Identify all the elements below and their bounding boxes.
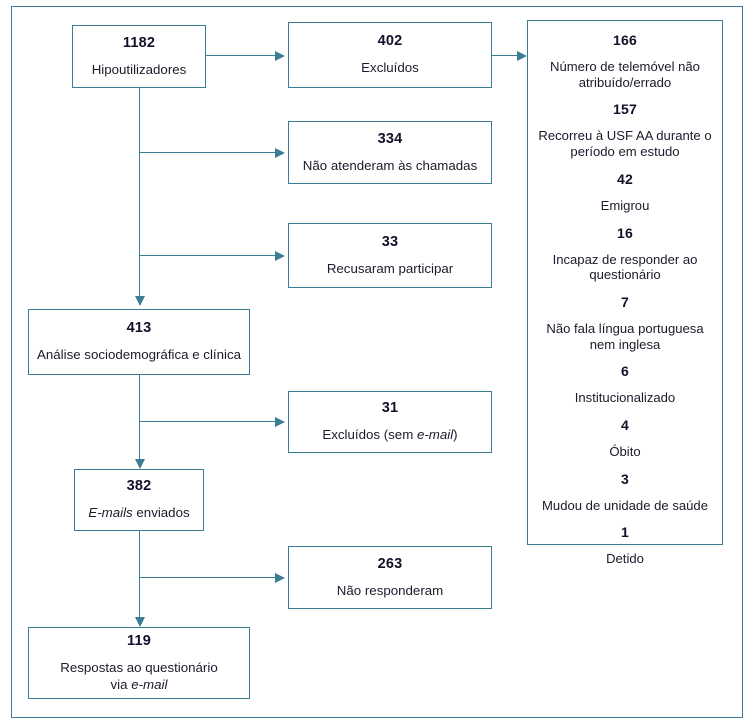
exclusion-detail-item: 3 Mudou de unidade de saúde (536, 471, 714, 514)
arrowhead-trunk-to-analysis (135, 296, 145, 306)
connector-trunk-to-refused (139, 255, 275, 257)
node-emails-sent-label-italic: E-mails (88, 505, 133, 521)
arrowhead-analysis-to-emails (135, 459, 145, 469)
exclusion-detail-item: 1 Detido (536, 524, 714, 567)
exclusion-detail-label: Detido (606, 551, 644, 567)
node-analysis[interactable]: 413 Análise sociodemográfica e clínica (28, 309, 250, 375)
node-no-answer-calls-count: 334 (377, 130, 403, 147)
node-excluded-count: 402 (377, 33, 403, 50)
exclusion-detail-label: Institucionalizado (574, 390, 676, 406)
exclusion-detail-item: 4 Óbito (536, 417, 714, 460)
arrowhead-emails-to-responses (135, 617, 145, 627)
exclusion-detail-count: 7 (621, 293, 629, 310)
exclusion-detail-item: 42 Emigrou (536, 171, 714, 214)
node-responses-count: 119 (127, 633, 151, 650)
exclusion-detail-count: 42 (617, 170, 633, 187)
connector-trunk-to-nocalls (139, 152, 275, 154)
arrowhead-trunk-to-refused (275, 251, 285, 261)
node-excluded-no-email[interactable]: 31 Excluídos (sem e-mail) (288, 391, 492, 453)
node-responses-label-line2-pre: via (110, 676, 132, 692)
exclusion-detail-label: Mudou de unidade de saúde (542, 497, 708, 513)
node-excluded[interactable]: 402 Excluídos (288, 22, 492, 88)
node-total-label: Hipoutilizadores (91, 61, 187, 77)
node-no-answer-calls-label: Não atenderam às chamadas (302, 157, 478, 173)
exclusion-detail-item: 157 Recorreu à USF AA durante o período … (536, 101, 714, 159)
node-emails-sent-label-post: enviados (132, 505, 190, 521)
exclusion-detail-label: Recorreu à USF AA durante o período em e… (538, 128, 712, 160)
node-refused[interactable]: 33 Recusaram participar (288, 223, 492, 288)
connector-analysis-to-noemail (139, 421, 275, 423)
arrowhead-emails-to-noresponse (275, 573, 285, 583)
node-responses-label-line2-italic: e-mail (131, 676, 168, 692)
exclusion-detail-label: Incapaz de responder ao questionário (552, 251, 698, 283)
exclusion-detail-count: 157 (613, 101, 637, 118)
exclusion-detail-label: Óbito (609, 444, 641, 460)
connector-excluded-to-detail (492, 55, 517, 57)
exclusion-detail-count: 16 (617, 224, 633, 241)
arrowhead-excluded-to-detail (517, 51, 527, 61)
node-excluded-no-email-label-post: ) (453, 427, 458, 443)
node-no-response-label: Não responderam (336, 582, 444, 598)
exclusion-detail-count: 3 (621, 470, 629, 487)
node-analysis-label: Análise sociodemográfica e clínica (37, 347, 241, 363)
arrowhead-total-to-excluded (275, 51, 285, 61)
exclusion-detail-item: 7 Não fala língua portuguesa nem inglesa (536, 294, 714, 352)
exclusion-detail-label: Número de telemóvel não atribuído/errado (550, 59, 700, 90)
connector-trunk-upper (139, 88, 141, 298)
exclusion-detail-label: Não fala língua portuguesa nem inglesa (546, 320, 704, 352)
exclusion-detail-count: 166 (613, 32, 637, 48)
node-excluded-label: Excluídos (361, 60, 419, 76)
connector-analysis-to-emails (139, 375, 141, 463)
exclusion-detail-label: Emigrou (600, 197, 650, 213)
connector-emails-to-responses (139, 531, 141, 621)
node-total-hipoutilizadores[interactable]: 1182 Hipoutilizadores (72, 25, 206, 88)
arrowhead-trunk-to-nocalls (275, 148, 285, 158)
figure-border (11, 6, 743, 718)
exclusion-detail-item: 6 Institucionalizado (536, 363, 714, 406)
node-no-response[interactable]: 263 Não responderam (288, 546, 492, 609)
node-excluded-no-email-label-italic: e-mail (416, 427, 454, 443)
node-refused-count: 33 (381, 233, 399, 250)
connector-emails-to-noresponse (139, 577, 275, 579)
node-total-count: 1182 (122, 34, 156, 51)
exclusion-detail-item: 166 Número de telemóvel não atribuído/er… (536, 32, 714, 90)
node-emails-sent[interactable]: 382 E-mails enviados (74, 469, 204, 531)
node-emails-sent-count: 382 (126, 478, 152, 495)
node-no-response-count: 263 (377, 555, 403, 572)
node-refused-label: Recusaram participar (326, 260, 454, 276)
arrowhead-analysis-to-noemail (275, 417, 285, 427)
exclusion-detail-count: 4 (621, 417, 629, 434)
connector-total-to-excluded (206, 55, 275, 57)
node-excluded-no-email-label-pre: Excluídos (sem (322, 427, 417, 443)
exclusion-detail-item: 16 Incapaz de responder ao questionário (536, 225, 714, 283)
node-no-answer-calls[interactable]: 334 Não atenderam às chamadas (288, 121, 492, 184)
node-excluded-no-email-label: Excluídos (sem e-mail) (316, 427, 463, 443)
node-emails-sent-label: E-mails enviados (82, 505, 195, 521)
exclusion-detail-count: 1 (621, 524, 629, 541)
node-excluded-no-email-count: 31 (381, 400, 399, 417)
node-responses-label-line1: Respostas ao questionário (60, 660, 218, 676)
node-analysis-count: 413 (126, 320, 152, 337)
exclusion-detail-count: 6 (621, 363, 629, 380)
node-exclusion-details[interactable]: 166 Número de telemóvel não atribuído/er… (527, 20, 723, 566)
